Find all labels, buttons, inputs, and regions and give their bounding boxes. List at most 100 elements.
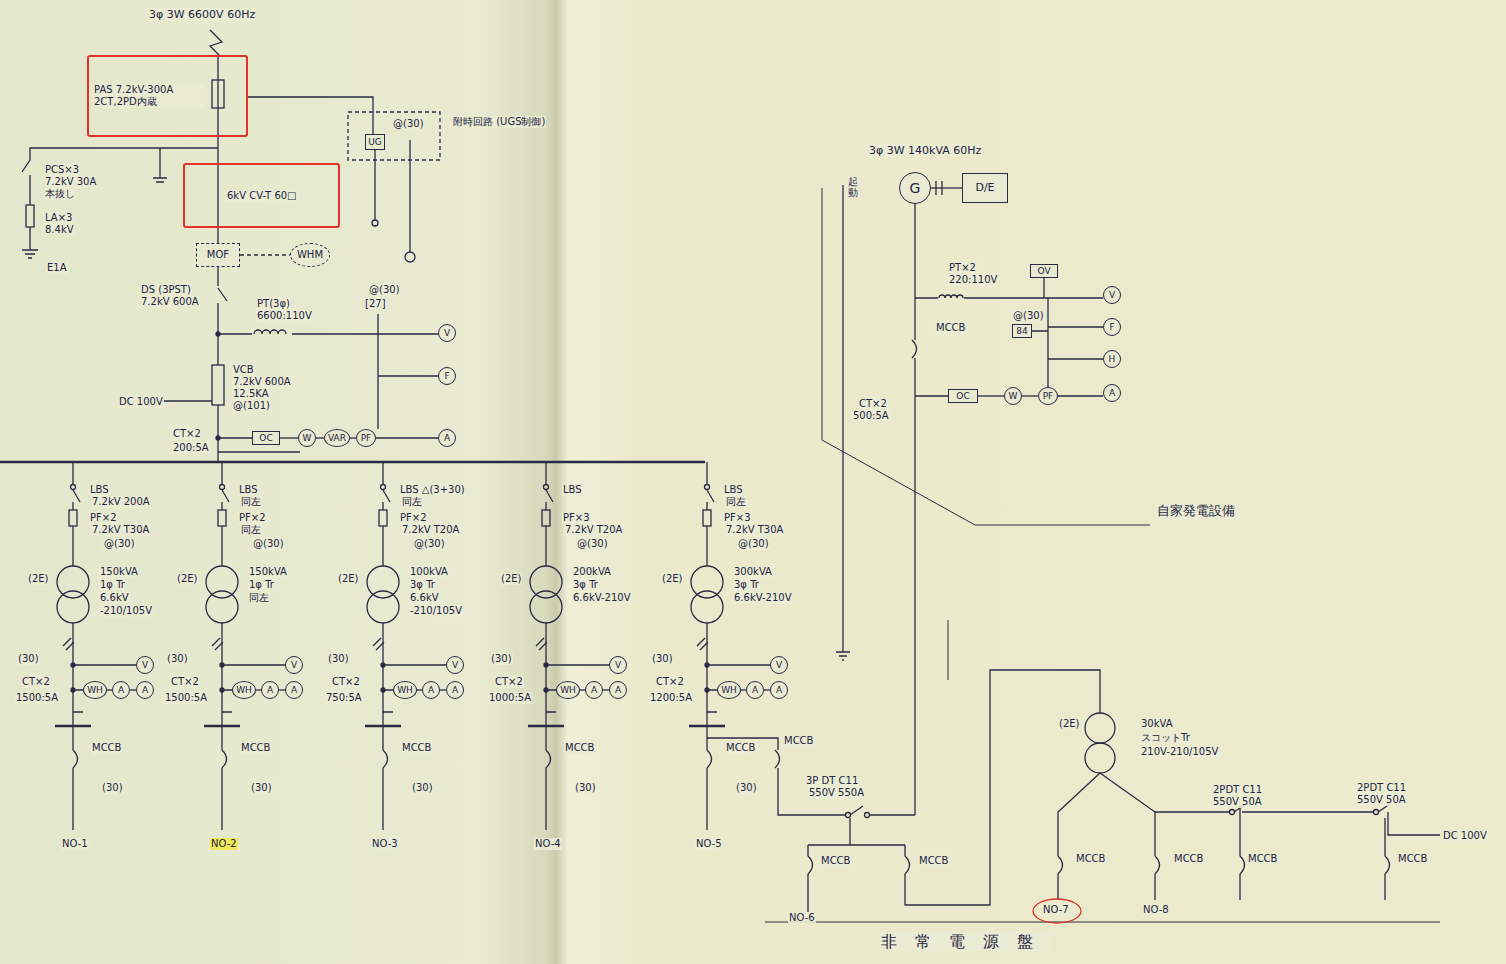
label-text: 7.2kV 200A <box>91 496 151 508</box>
label-text: 6.6kV <box>409 592 440 604</box>
node-text: MOF <box>207 249 229 261</box>
label-text: NO-8 <box>1142 904 1170 916</box>
wire-use <box>365 462 446 830</box>
wire-circle <box>405 252 415 262</box>
meter-circle: A <box>585 681 603 699</box>
node-text: V <box>444 328 450 339</box>
wire-connector <box>1058 395 1103 396</box>
wire-rect <box>212 80 224 108</box>
label-text: (2E) <box>661 573 683 585</box>
label-text: CT×2 <box>858 398 888 410</box>
node-text: PF <box>1043 391 1054 402</box>
node-text: WH <box>236 685 252 696</box>
node-text: A <box>118 685 124 696</box>
label-text: (30) <box>17 653 40 665</box>
wire-circle <box>1374 810 1379 815</box>
node-content: WH <box>397 685 413 696</box>
wire-connector <box>978 395 1004 396</box>
wire-path <box>1240 806 1385 900</box>
label-text: 550V 550A <box>808 787 865 799</box>
label-text: 3φ 3W 140kVA 60Hz <box>868 144 982 157</box>
label-text: DC 100V <box>118 396 164 408</box>
label-text: LA×3 <box>44 212 73 224</box>
label-text: MCCB <box>564 742 595 754</box>
node-text: A <box>1109 388 1115 399</box>
meter-circle: VAR <box>324 429 350 447</box>
node-content: A <box>428 685 434 696</box>
meter-circle: PF <box>1038 387 1058 405</box>
node-content: F <box>1109 322 1114 333</box>
node-text: WH <box>560 685 576 696</box>
highlight-box: PAS 7.2kV-300A 2CT,2PD内蔵 <box>87 55 248 137</box>
label-text: -210/105V <box>409 605 463 617</box>
label-text: PT×2 <box>948 262 977 274</box>
label-text: スコットTr <box>1140 732 1191 744</box>
meter-circle: V <box>446 656 464 674</box>
node-content: OC <box>259 433 272 444</box>
meter-circle: A <box>136 681 154 699</box>
node-content: MOF <box>207 249 229 261</box>
label-text: 自家発電設備 <box>1156 503 1236 519</box>
label-text: 7.2kV T30A <box>91 524 150 536</box>
label-text: 150kVA <box>248 566 288 578</box>
wire-path <box>210 30 222 56</box>
label-text: NO-2 <box>210 838 238 850</box>
wire-circle <box>846 813 851 818</box>
label-text: PF×2 <box>89 512 118 524</box>
label-text: 7.2kV 30A <box>44 176 97 188</box>
label-text: E1A <box>46 262 68 274</box>
label-text: 附時回路 (UGS制御) <box>452 116 546 128</box>
label-text: (30) <box>574 782 597 794</box>
wire-connector <box>280 437 298 438</box>
label-text: 300kVA <box>733 566 773 578</box>
label-text: @(30) <box>576 538 609 550</box>
node-content: A <box>267 685 273 696</box>
label-text: 500:5A <box>852 410 890 422</box>
node-text: V <box>142 660 148 671</box>
wire-rect <box>212 365 224 405</box>
label-text: MCCB <box>1247 853 1278 865</box>
wire-use <box>204 462 285 830</box>
label-text: (30) <box>327 653 350 665</box>
label-text: 同左 <box>240 524 262 536</box>
label-text: PF×2 <box>238 512 267 524</box>
node-content: OC <box>956 391 969 402</box>
node-text: A <box>591 685 597 696</box>
meter-circle: A <box>112 681 130 699</box>
label-text: 7.2kV T20A <box>564 524 623 536</box>
label-text: (2E) <box>337 573 359 585</box>
meter-circle: V <box>609 656 627 674</box>
meter-circle: W <box>298 429 316 447</box>
label-text: 1φ Tr <box>99 579 126 591</box>
label-text: 200:5A <box>172 442 210 454</box>
meter-circle: A <box>261 681 279 699</box>
node-content: WH <box>560 685 576 696</box>
node-text: 84 <box>1016 326 1027 337</box>
node-text: F <box>1109 322 1114 333</box>
label-text: 7.2kV T30A <box>725 524 784 536</box>
label-text: CT×2 <box>21 676 51 688</box>
label-text: NO-3 <box>371 838 399 850</box>
node-content: D/E <box>975 181 994 194</box>
label-text: MCCB <box>783 735 814 747</box>
wire-path <box>248 97 410 252</box>
label-text: 同左 <box>725 496 747 508</box>
wire-path <box>217 163 218 228</box>
label-text: [27] <box>364 298 387 310</box>
label-text: DC 100V <box>1442 830 1488 842</box>
wire-path <box>822 188 1150 525</box>
node-content: 6kV CV-T 60□ <box>225 190 299 202</box>
label-text: 6600:110V <box>256 310 313 322</box>
node-content: UG <box>368 137 382 148</box>
meter-circle: A <box>746 681 764 699</box>
node-text: WH <box>397 685 413 696</box>
label-text: 3φ Tr <box>409 579 436 591</box>
wire-path <box>775 750 780 768</box>
node-text: A <box>267 685 273 696</box>
node-content: VAR <box>328 433 346 444</box>
wire-path <box>915 395 948 396</box>
node-text: A <box>291 685 297 696</box>
label-text: 6.6kV-210V <box>733 592 793 604</box>
